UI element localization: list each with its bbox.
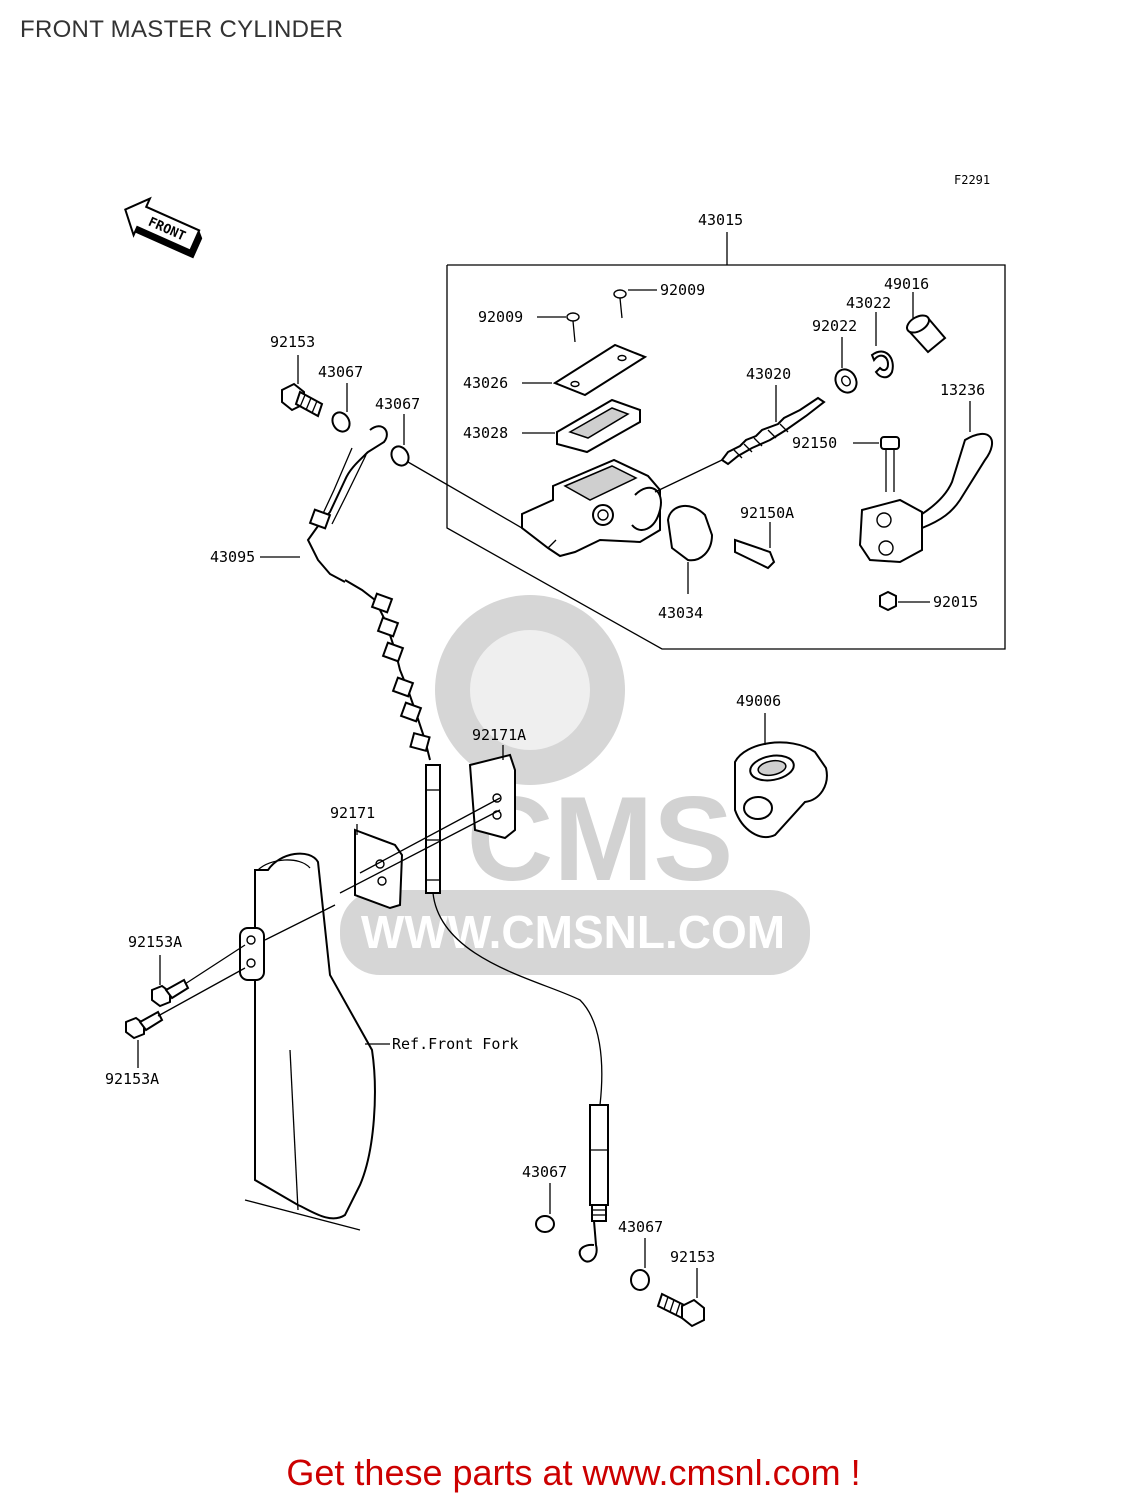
master-cylinder-body (521, 458, 662, 558)
label-13236: 13236 (940, 381, 985, 399)
bolt-92153A-upper (151, 944, 246, 1008)
label-92009-right: 92009 (660, 281, 705, 299)
label-49016: 49016 (884, 275, 929, 293)
screw-92009-right (613, 289, 657, 319)
piston-assembly-43020 (654, 385, 826, 493)
label-43015: 43015 (698, 211, 743, 229)
label-92150: 92150 (792, 434, 837, 452)
parts-diagram: CMS WWW.CMSNL.COM F2291 FRONT 43015 9200… (105, 173, 1006, 1328)
brake-lever-13236 (858, 401, 994, 564)
hose-lower-fitting (578, 1104, 609, 1263)
label-92153A-upper: 92153A (128, 933, 182, 951)
label-43067-c: 43067 (522, 1163, 567, 1181)
label-92153A-lower: 92153A (105, 1070, 159, 1088)
watermark: CMS WWW.CMSNL.COM (340, 595, 810, 975)
figure-code: F2291 (954, 173, 990, 187)
circlip-43022 (870, 312, 894, 379)
brake-hose-43095 (260, 425, 441, 894)
label-43034: 43034 (658, 604, 703, 622)
bolt-92153A-lower (125, 967, 246, 1068)
cta-link[interactable]: Get these parts at www.cmsnl.com ! (286, 1452, 861, 1493)
label-92171A: 92171A (472, 726, 526, 744)
dust-boot-49016 (906, 292, 947, 354)
washer-43067-a (331, 383, 351, 433)
label-49006: 49006 (736, 692, 781, 710)
label-43026: 43026 (463, 374, 508, 392)
diaphragm-43028 (522, 398, 641, 454)
label-92171: 92171 (330, 804, 375, 822)
page-title: FRONT MASTER CYLINDER (20, 16, 344, 43)
label-43067-a: 43067 (318, 363, 363, 381)
screw-92009-left (537, 312, 580, 343)
label-43028: 43028 (463, 424, 508, 442)
switch-housing-49006 (734, 713, 828, 838)
reservoir-cap-43026 (522, 343, 648, 397)
pivot-bolt-92150 (853, 436, 900, 492)
front-fork-reference (239, 852, 390, 1231)
hose-clamp-92171 (339, 797, 501, 910)
clamp-bolt-92150A (734, 522, 776, 570)
clamp-43034 (666, 505, 714, 594)
label-92153-bottom: 92153 (670, 1248, 715, 1266)
washer-92022 (834, 337, 858, 394)
watermark-url: WWW.CMSNL.COM (361, 906, 785, 958)
front-arrow-icon: FRONT (124, 196, 203, 259)
watermark-mascot-face-icon (470, 630, 590, 750)
banjo-bolt-92153-bottom (656, 1268, 705, 1328)
label-92150A: 92150A (740, 504, 794, 522)
label-43022: 43022 (846, 294, 891, 312)
watermark-url-bar (340, 890, 810, 975)
washer-43067-d (630, 1238, 650, 1291)
washer-43067-b (390, 414, 523, 529)
hose-clamp-92171A (468, 745, 516, 840)
label-43067-b: 43067 (375, 395, 420, 413)
label-92009-left: 92009 (478, 308, 523, 326)
label-43020: 43020 (746, 365, 791, 383)
label-92015: 92015 (933, 593, 978, 611)
banjo-bolt-92153-top (281, 355, 324, 418)
nut-92015 (879, 590, 930, 612)
label-43095: 43095 (210, 548, 255, 566)
label-92022: 92022 (812, 317, 857, 335)
label-ref-front-fork: Ref.Front Fork (392, 1035, 518, 1053)
hose-lower-line (432, 892, 603, 1106)
label-43067-d: 43067 (618, 1218, 663, 1236)
label-92153-top: 92153 (270, 333, 315, 351)
washer-43067-c (535, 1183, 555, 1233)
